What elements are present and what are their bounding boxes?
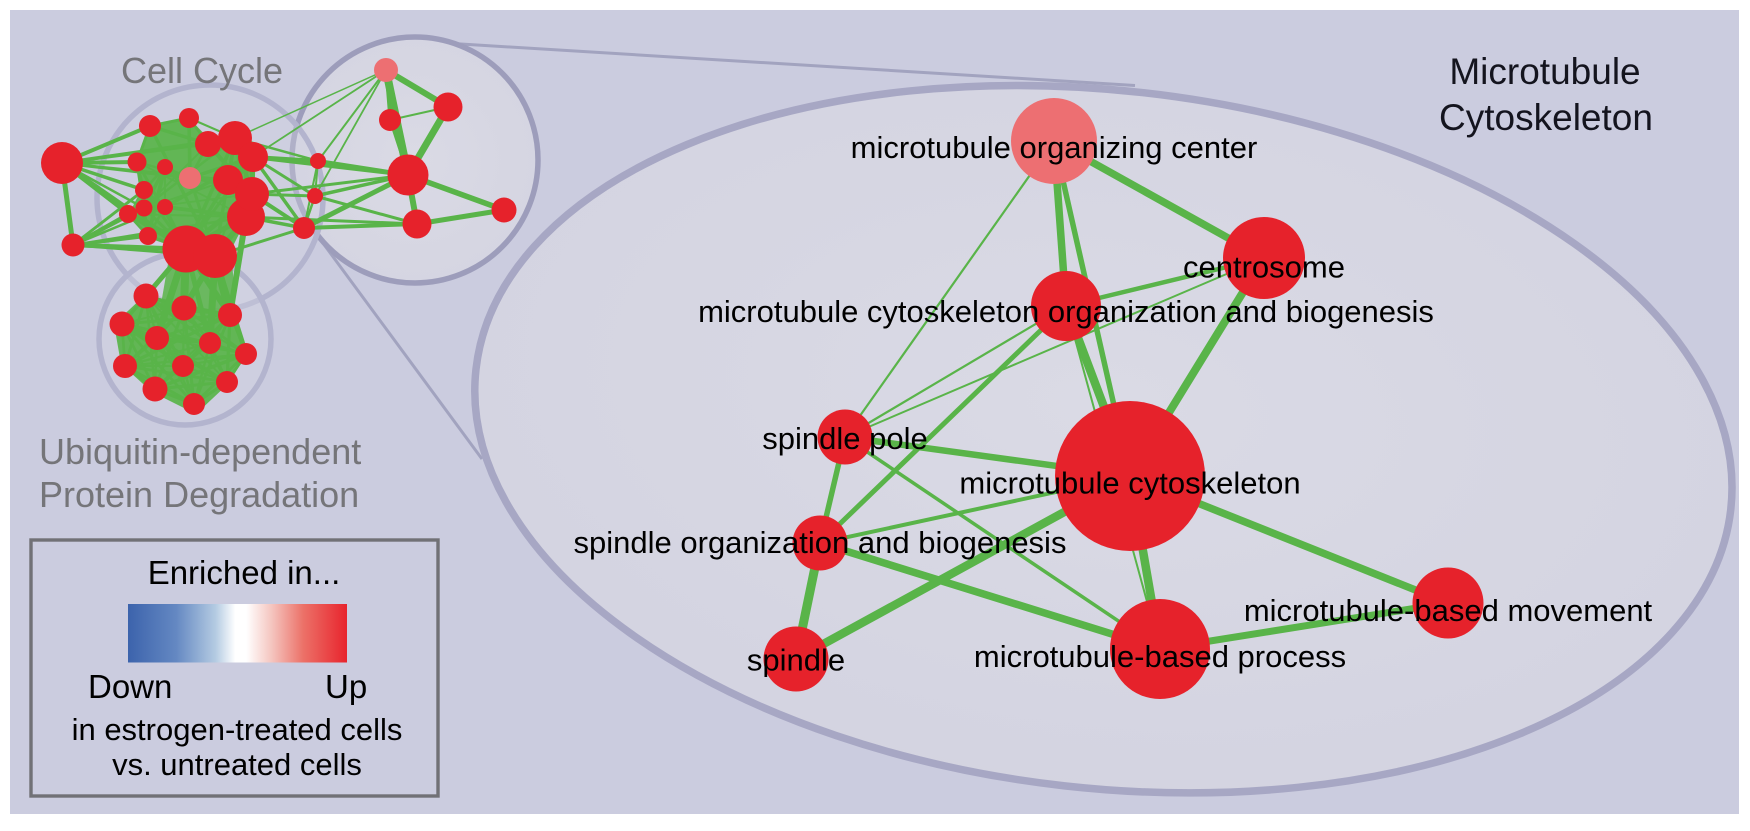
svg-text:microtubule organizing center: microtubule organizing center [851, 130, 1258, 165]
svg-text:Up: Up [325, 668, 367, 705]
svg-text:Down: Down [88, 668, 172, 705]
svg-text:Microtubule: Microtubule [1449, 51, 1640, 92]
svg-text:Cell Cycle: Cell Cycle [121, 50, 283, 91]
svg-text:spindle: spindle [747, 643, 845, 678]
svg-text:microtubule cytoskeleton organ: microtubule cytoskeleton organization an… [698, 294, 1434, 329]
svg-text:centrosome: centrosome [1183, 250, 1345, 285]
svg-text:in estrogen-treated cells: in estrogen-treated cells [72, 712, 403, 747]
svg-text:Cytoskeleton: Cytoskeleton [1439, 97, 1653, 138]
svg-text:spindle pole: spindle pole [762, 421, 927, 456]
svg-text:Ubiquitin-dependent: Ubiquitin-dependent [39, 431, 361, 472]
svg-text:Enriched in...: Enriched in... [148, 554, 341, 591]
svg-text:microtubule-based movement: microtubule-based movement [1244, 593, 1653, 628]
svg-text:microtubule-based process: microtubule-based process [974, 639, 1346, 674]
svg-text:Protein Degradation: Protein Degradation [39, 474, 359, 515]
svg-text:microtubule cytoskeleton: microtubule cytoskeleton [959, 466, 1300, 501]
svg-text:spindle organization and bioge: spindle organization and biogenesis [574, 525, 1067, 560]
svg-text:vs. untreated cells: vs. untreated cells [112, 747, 362, 782]
